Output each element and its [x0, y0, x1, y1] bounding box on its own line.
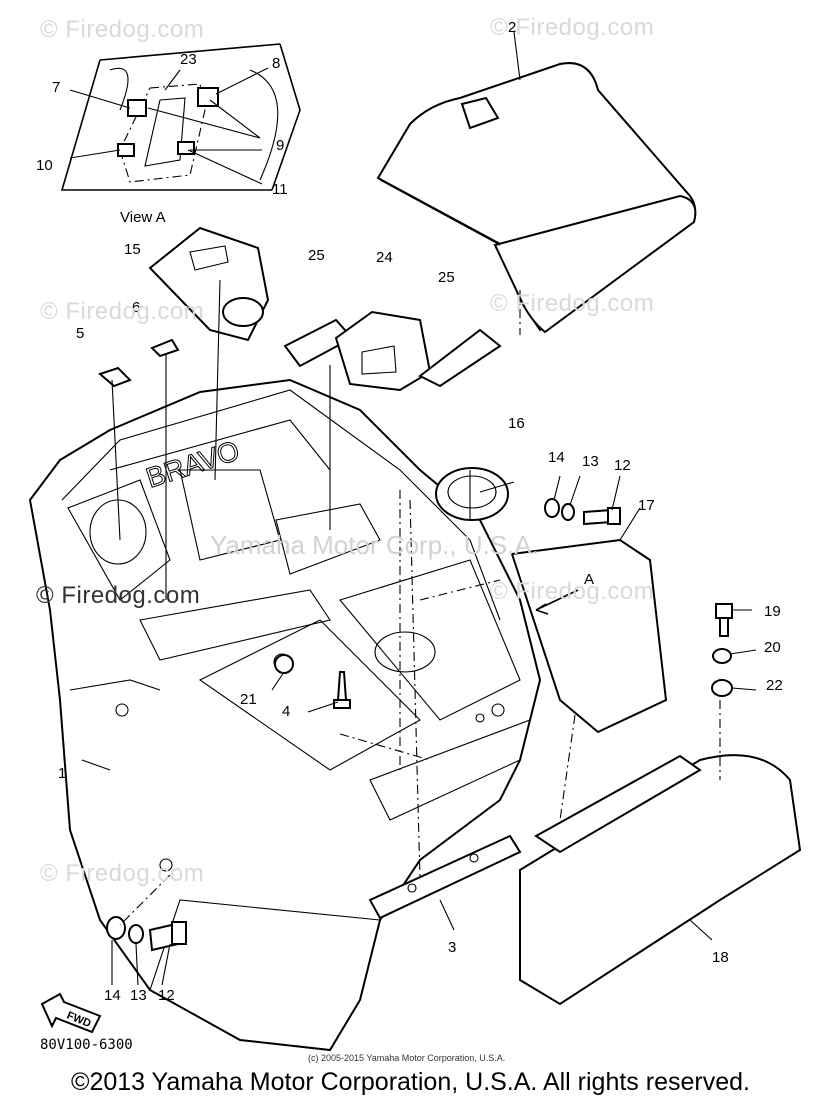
part-22 [274, 654, 294, 674]
small-notice: (c) 2005-2015 Yamaha Motor Corporation, … [308, 1053, 506, 1063]
watermark: © Firedog.com [40, 860, 205, 887]
callout-10: 10 [36, 157, 53, 174]
part-5 [98, 366, 132, 388]
callout-14a: 14 [548, 449, 565, 466]
callout-14b: 14 [104, 987, 121, 1004]
callout-12a: 12 [614, 457, 631, 474]
hardware-bottom [106, 916, 187, 952]
arrow-a [535, 589, 579, 615]
callout-13b: 13 [130, 987, 147, 1004]
view-a-label: View A [120, 209, 166, 226]
callout-22: 21 [240, 691, 257, 708]
callout-12b: 12 [158, 987, 175, 1004]
part-15 [148, 226, 270, 342]
callout-19: 19 [764, 603, 781, 620]
callout-1: 1 [58, 765, 66, 782]
callout-16: 16 [508, 415, 525, 432]
part-2-lid [376, 62, 697, 334]
callout-11: 11 [272, 181, 288, 198]
callout-7: 7 [52, 79, 60, 96]
watermark: © Firedog.com [490, 14, 655, 41]
callout-17: 17 [638, 497, 655, 514]
watermark: © Firedog.com [36, 582, 201, 609]
hardware-right [711, 603, 733, 697]
hardware-top [544, 498, 621, 526]
callout-6: 6 [132, 299, 140, 316]
part-16-grommet [435, 467, 509, 521]
watermark: © Firedog.com [490, 578, 655, 605]
center-watermark: Yamaha Motor Corp., U.S.A. [210, 530, 539, 560]
watermark: © Firedog.com [490, 290, 655, 317]
diagram-code: 80V100-6300 [40, 1037, 133, 1053]
callout-23: 23 [180, 51, 197, 68]
part-3-bracket [368, 834, 522, 920]
callout-25a: 25 [308, 247, 325, 264]
part-18-cover [519, 754, 802, 1006]
watermark: © Firedog.com [40, 298, 205, 325]
parts-24-25 [283, 310, 502, 392]
callout-15: 15 [124, 241, 141, 258]
watermark: © Firedog.com [40, 16, 205, 43]
fwd-arrow: FWD [40, 992, 102, 1034]
part-1-console [28, 378, 542, 1052]
footer-copyright: ©2013 Yamaha Motor Corporation, U.S.A. A… [71, 1068, 750, 1096]
callout-8: 8 [272, 55, 280, 72]
leader-lines [81, 31, 757, 986]
callout-20: 20 [764, 639, 781, 656]
callout-18: 18 [712, 949, 729, 966]
callout-5: 5 [76, 325, 84, 342]
callout-21: 22 [766, 677, 783, 694]
view-a-inset [60, 43, 301, 191]
callout-2: 2 [508, 19, 516, 36]
arrow-a-label: A [584, 571, 594, 588]
callout-13a: 13 [582, 453, 599, 470]
callout-9: 9 [276, 137, 284, 154]
part-6 [150, 338, 180, 358]
callouts: 2 23 8 7 9 10 11 View A 15 25 24 25 6 5 … [36, 19, 783, 1004]
callout-25b: 25 [438, 269, 455, 286]
callout-24: 24 [376, 249, 393, 266]
callout-4: 4 [282, 703, 290, 720]
part-4 [333, 671, 351, 709]
callout-3: 3 [448, 939, 456, 956]
